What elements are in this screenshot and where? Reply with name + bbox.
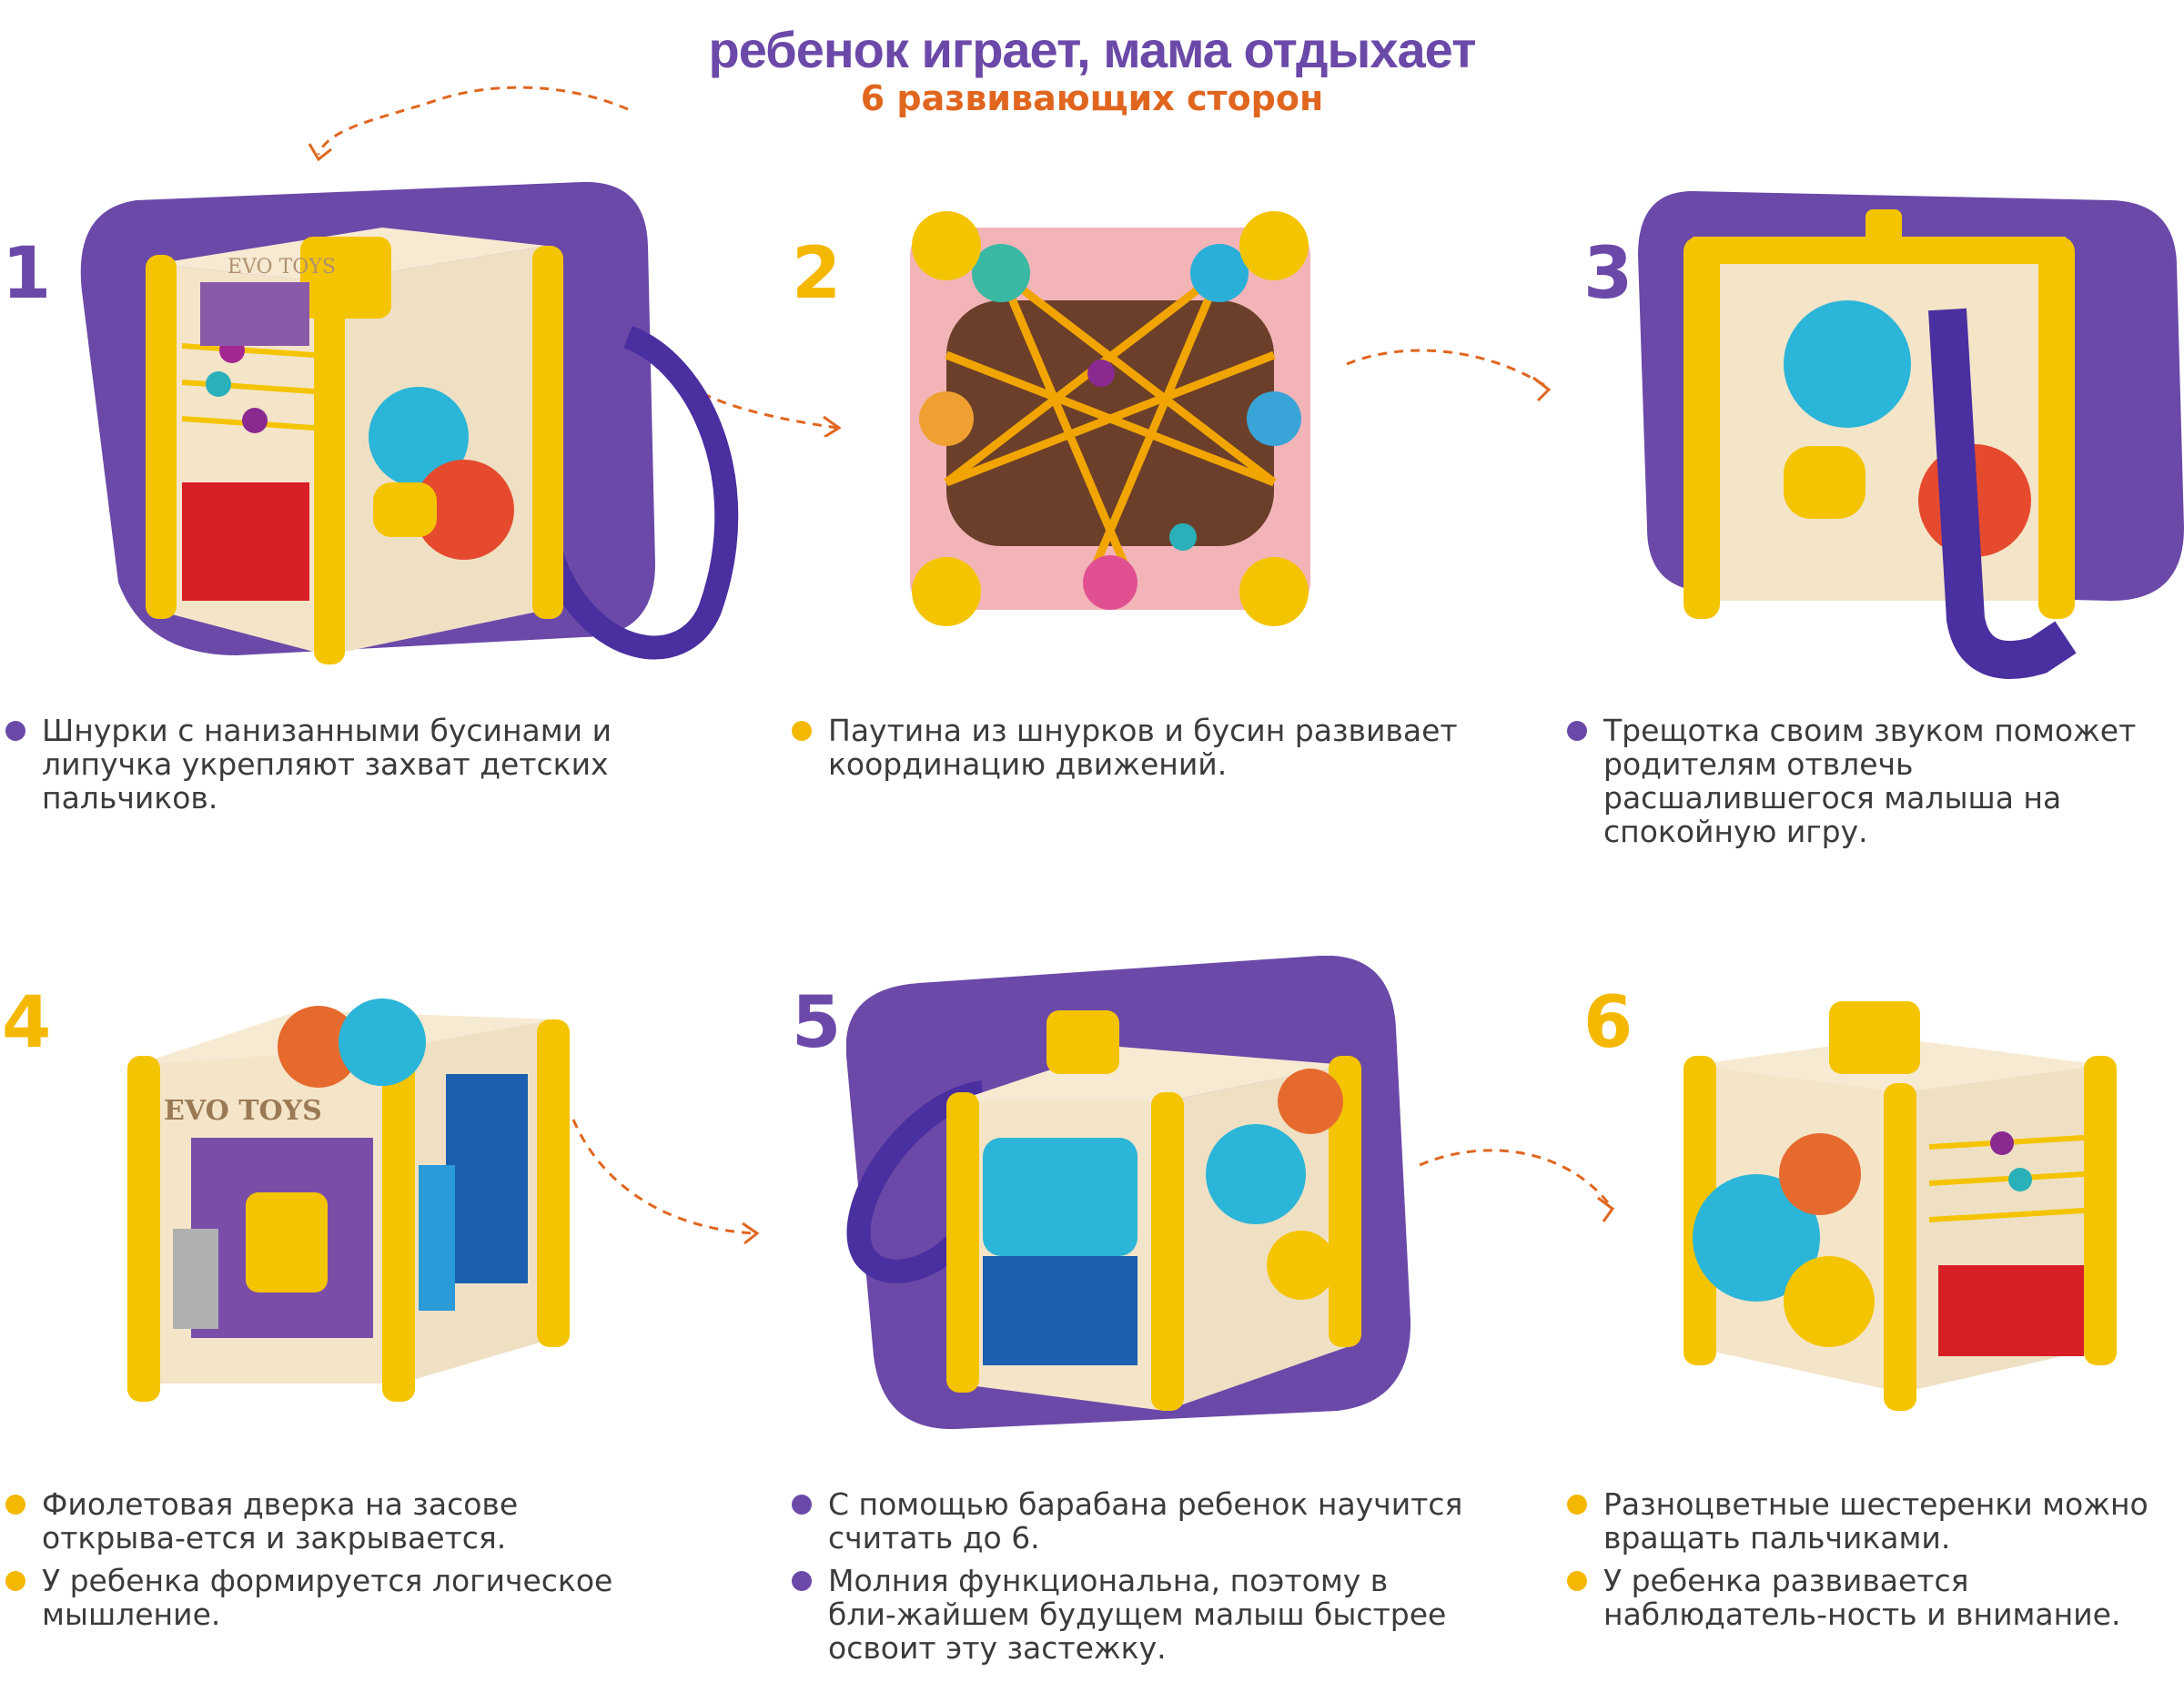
side-number-5: 5 (792, 982, 842, 1064)
busy-cube-side-5-image (846, 1010, 1361, 1411)
bullet-dot-icon (5, 1571, 25, 1591)
list-item: У ребенка формируется логическое мышлени… (5, 1564, 661, 1631)
side-number-4: 4 (2, 982, 52, 1064)
side-5-description: С помощью барабана ребенок научится счит… (792, 1487, 1465, 1674)
arrow-5-6-icon (1419, 1149, 1615, 1222)
list-item: Шнурки с нанизанными бусинами и липучка … (5, 714, 733, 815)
side-2-description: Паутина из шнурков и бусин развивает коо… (792, 714, 1520, 790)
side-6-description: Разноцветные шестеренки можно вращать па… (1567, 1487, 2177, 1640)
side-number-2: 2 (792, 233, 842, 315)
page-subtitle: 6 развивающих сторон (860, 78, 1324, 118)
bullet-dot-icon (792, 1495, 812, 1515)
arrow-top-icon (308, 86, 629, 162)
bullet-dot-icon (5, 721, 25, 741)
bullet-dot-icon (792, 721, 812, 741)
list-item: Молния функциональна, поэтому в бли-жайш… (792, 1564, 1465, 1665)
list-item: Трещотка своим звуком поможет родителям … (1567, 714, 2177, 848)
list-item: С помощью барабана ребенок научится счит… (792, 1487, 1465, 1555)
page-title: ребенок играет, мама отдыхает (708, 21, 1476, 78)
busy-cube-side-1-image: EVO TOYS (146, 228, 739, 664)
side-number-1: 1 (2, 233, 52, 315)
list-item: Фиолетовая дверка на засове открыва-ется… (5, 1487, 661, 1555)
busy-cube-side-6-image (1684, 1001, 2117, 1411)
side-number-6: 6 (1583, 982, 1633, 1064)
bullet-dot-icon (1567, 721, 1587, 741)
busy-cube-side-4-image: EVO TOYS (127, 998, 570, 1402)
side-1-description: Шнурки с нанизанными бусинами и липучка … (5, 714, 733, 824)
bullet-dot-icon (5, 1495, 25, 1515)
list-item: Разноцветные шестеренки можно вращать па… (1567, 1487, 2177, 1555)
side-4-description: Фиолетовая дверка на засове открыва-ется… (5, 1487, 661, 1640)
busy-cube-side-3-image (1684, 209, 2077, 679)
list-item: Паутина из шнурков и бусин развивает коо… (792, 714, 1520, 781)
bullet-dot-icon (792, 1571, 812, 1591)
arrow-4-5-icon (571, 1119, 760, 1245)
bullet-dot-icon (1567, 1495, 1587, 1515)
arrow-2-3-icon (1346, 349, 1552, 402)
side-3-description: Трещотка своим звуком поможет родителям … (1567, 714, 2177, 857)
list-item: У ребенка развивается наблюдатель-ность … (1567, 1564, 2177, 1631)
busy-cube-side-2-image (910, 211, 1310, 626)
bullet-dot-icon (1567, 1571, 1587, 1591)
side-number-3: 3 (1583, 233, 1633, 315)
brand-watermark-icon: EVO TOYS (228, 256, 336, 279)
brand-watermark-icon: EVO TOYS (164, 1095, 322, 1127)
